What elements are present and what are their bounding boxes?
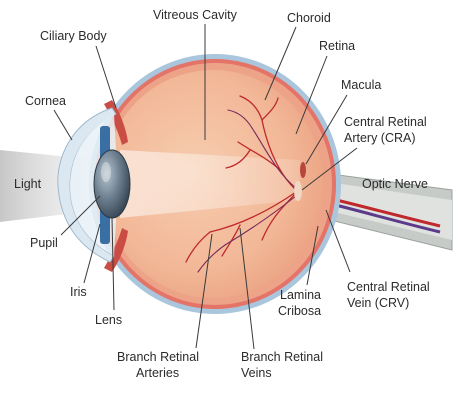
label-branch-retinal-arteries-line1: Branch Retinal xyxy=(117,350,199,364)
label-lamina-cribosa-line1: Lamina xyxy=(280,288,321,302)
label-cornea: Cornea xyxy=(25,94,66,108)
optic-disc-shape xyxy=(294,181,302,201)
label-branch-retinal-veins-line2: Veins xyxy=(241,366,272,380)
label-central-retinal-artery-line1: Central Retinal xyxy=(344,115,427,129)
label-central-retinal-vein-line1: Central Retinal xyxy=(347,280,430,294)
label-central-retinal-vein-line2: Vein (CRV) xyxy=(347,296,409,310)
label-optic-nerve: Optic Nerve xyxy=(362,177,428,191)
macula-shape xyxy=(300,162,306,178)
label-lens: Lens xyxy=(95,313,122,327)
label-branch-retinal-veins-line1: Branch Retinal xyxy=(241,350,323,364)
label-pupil: Pupil xyxy=(30,236,58,250)
lens-shape xyxy=(94,150,130,218)
label-lamina-cribosa-line2: Cribosa xyxy=(278,304,321,318)
label-macula: Macula xyxy=(341,78,381,92)
label-ciliary-body: Ciliary Body xyxy=(40,29,107,43)
label-retina: Retina xyxy=(319,39,355,53)
label-light: Light xyxy=(14,177,42,191)
label-iris: Iris xyxy=(70,285,87,299)
label-choroid: Choroid xyxy=(287,11,331,25)
label-central-retinal-artery-line2: Artery (CRA) xyxy=(344,131,416,145)
label-vitreous-cavity: Vitreous Cavity xyxy=(153,8,238,22)
label-branch-retinal-arteries-line2: Arteries xyxy=(136,366,179,380)
